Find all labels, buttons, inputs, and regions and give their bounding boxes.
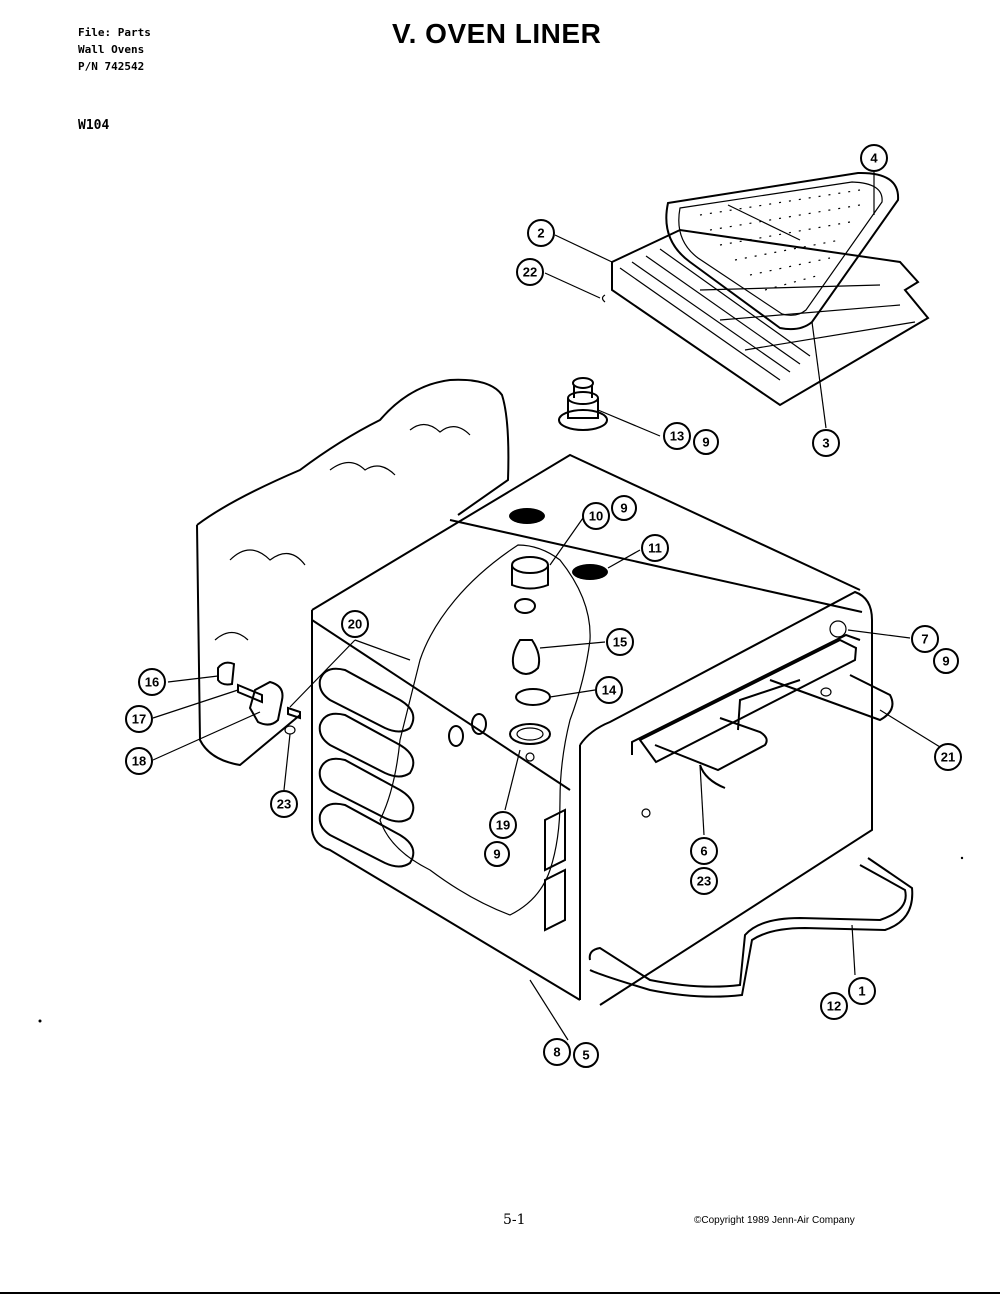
callout-7: 7: [911, 625, 939, 653]
callout-label: 7: [921, 632, 928, 647]
oven-liner-box: [311, 453, 873, 1006]
callout-21: 21: [934, 743, 962, 771]
callout-16: 16: [138, 668, 166, 696]
callout-18: 18: [125, 747, 153, 775]
callout-label: 1: [858, 984, 865, 999]
callout-label: 20: [348, 617, 362, 632]
lamp-socket-assembly: [558, 377, 608, 431]
callout-label: 9: [702, 435, 709, 450]
broiler-pan: [665, 171, 900, 331]
callout-label: 21: [941, 750, 955, 765]
callout-label: 10: [589, 509, 603, 524]
callout-label: 4: [870, 151, 878, 166]
oven-rack: [601, 228, 930, 407]
callout-11: 11: [641, 534, 669, 562]
callout-1: 1: [848, 977, 876, 1005]
side-bracket-parts: [217, 661, 301, 735]
callout-label: 22: [523, 265, 537, 280]
callout-14: 14: [595, 676, 623, 704]
callout-5: 5: [573, 1042, 599, 1068]
insulation-blanket: [196, 378, 510, 767]
callout-23-a: 23: [270, 790, 298, 818]
callout-label: 5: [582, 1048, 589, 1063]
callout-label: 2: [537, 226, 544, 241]
callout-label: 15: [613, 635, 627, 650]
callout-8: 8: [543, 1038, 571, 1066]
header-meta: File: Parts Wall Ovens P/N 742542: [78, 24, 151, 75]
callout-label: 8: [553, 1045, 560, 1060]
callout-6: 6: [690, 837, 718, 865]
callout-label: 17: [132, 712, 146, 727]
callout-label: 18: [132, 754, 146, 769]
callout-22: 22: [516, 258, 544, 286]
callout-label: 9: [942, 654, 949, 669]
copyright-notice: ©Copyright 1989 Jenn-Air Company: [694, 1215, 855, 1226]
callout-13: 13: [663, 422, 691, 450]
callout-label: 13: [670, 429, 684, 444]
callout-19: 19: [489, 811, 517, 839]
callout-17: 17: [125, 705, 153, 733]
callout-label: 23: [697, 874, 711, 889]
callout-2: 2: [527, 219, 555, 247]
callout-20: 20: [341, 610, 369, 638]
product-label: Wall Ovens: [78, 43, 145, 56]
callout-9-a: 9: [693, 429, 719, 455]
callout-label: 9: [493, 847, 500, 862]
page-number: 5-1: [503, 1212, 526, 1228]
callout-9-c: 9: [484, 841, 510, 867]
bottom-rule: [0, 1292, 1000, 1294]
callout-label: 9: [620, 501, 627, 516]
callout-label: 16: [145, 675, 159, 690]
callout-label: 14: [602, 683, 617, 698]
callout-9-d: 9: [933, 648, 959, 674]
callout-3: 3: [812, 429, 840, 457]
callout-12: 12: [820, 992, 848, 1020]
callout-4: 4: [860, 144, 888, 172]
bake-element: [588, 857, 914, 998]
broil-element: [631, 620, 894, 818]
callout-label: 23: [277, 797, 291, 812]
callout-label: 12: [827, 999, 841, 1014]
callout-10: 10: [582, 502, 610, 530]
page-title: V. OVEN LINER: [392, 18, 602, 49]
file-label: File: Parts: [78, 26, 151, 39]
callout-label: 6: [700, 844, 707, 859]
leader-lines: [152, 172, 941, 1041]
callout-label: 11: [648, 541, 662, 556]
callout-15: 15: [606, 628, 634, 656]
part-number: P/N 742542: [78, 60, 145, 73]
model-number: W104: [78, 118, 110, 133]
callout-label: 19: [496, 818, 510, 833]
callout-9-b: 9: [611, 495, 637, 521]
callout-label: 3: [822, 436, 829, 451]
callout-23-b: 23: [690, 867, 718, 895]
